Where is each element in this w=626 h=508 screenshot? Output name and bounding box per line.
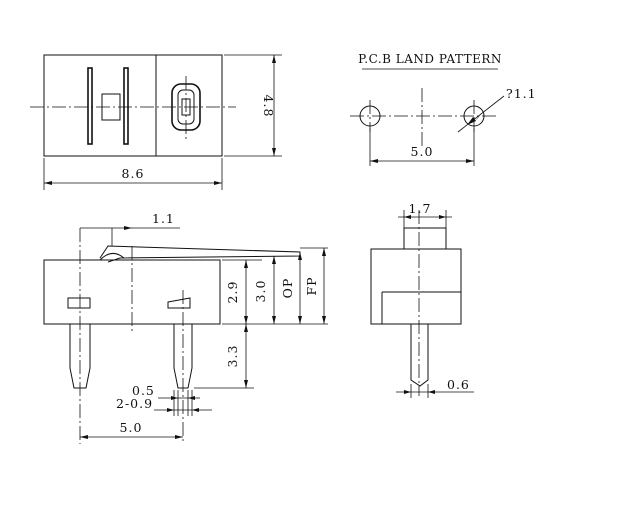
dim-body-h2: 3.0 — [253, 280, 268, 303]
side-view-body — [370, 248, 462, 325]
land-pattern-title: P.C.B LAND PATTERN — [358, 52, 502, 66]
pcb-land-pattern: P.C.B LAND PATTERN ?1.1 5.0 — [350, 52, 537, 166]
dim-pin-pitch: 5.0 — [120, 420, 143, 435]
dim-op: OP — [280, 278, 295, 299]
top-view-slot-right — [123, 67, 129, 145]
dim-pin-tip: 0.5 — [132, 383, 155, 398]
dim-side-top: 1.7 — [409, 201, 432, 216]
front-view-window-right — [167, 297, 191, 309]
dim-top-width: 8.6 — [122, 166, 145, 181]
dim-pin-len: 3.3 — [225, 345, 240, 368]
front-view-actuator-bump — [99, 253, 125, 261]
dim-actuator-offset: 1.1 — [152, 211, 175, 226]
front-view: 1.1 2.9 3.0 OP FP 3.3 — [43, 211, 328, 444]
front-view-window-left — [67, 297, 91, 309]
dim-side-pin: 0.6 — [447, 377, 470, 392]
dim-top-height: 4.8 — [261, 95, 276, 118]
dim-hole-pitch: 5.0 — [411, 144, 434, 159]
side-view: 1.7 0.6 — [370, 201, 474, 398]
dim-fp: FP — [304, 276, 319, 295]
dim-body-h: 2.9 — [225, 281, 240, 304]
top-view-slot-left — [87, 67, 93, 145]
side-view-actuator — [403, 227, 447, 250]
dim-hole-dia: ?1.1 — [506, 86, 537, 101]
top-view-body — [43, 54, 223, 157]
side-view-pin — [410, 324, 429, 387]
dim-pin-w: 2-0.9 — [116, 396, 153, 411]
top-view: 8.6 4.8 — [30, 54, 282, 190]
